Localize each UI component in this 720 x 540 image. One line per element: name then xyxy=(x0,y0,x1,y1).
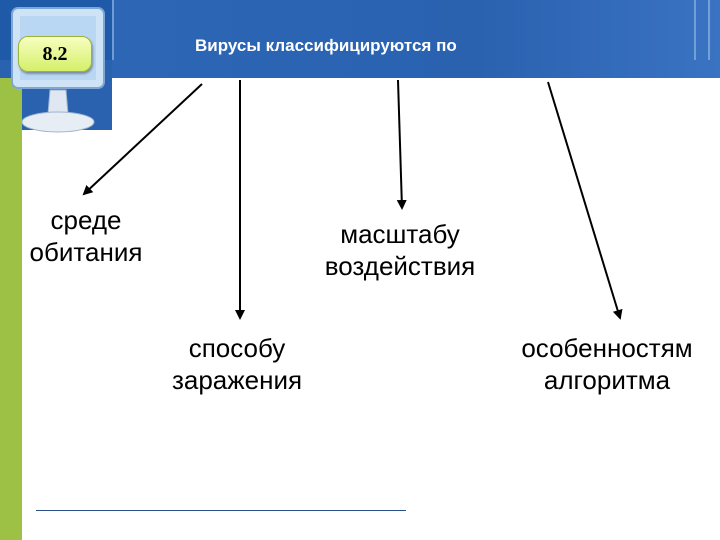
header-divider xyxy=(694,0,696,60)
header-bar: Вирусы классифицируются по xyxy=(0,0,720,78)
category-line: воздействия xyxy=(324,251,476,281)
slide-title: Вирусы классифицируются по xyxy=(195,36,457,55)
header-panel xyxy=(112,0,720,78)
category-infection: способу заражения xyxy=(148,332,326,396)
arrow-impact xyxy=(396,79,407,210)
category-line: способу xyxy=(188,333,286,363)
category-habitat: среде обитания xyxy=(8,204,164,268)
footer-divider xyxy=(36,510,406,511)
header-divider xyxy=(708,0,710,60)
left-accent-bar xyxy=(0,78,22,540)
arrow-algorithm xyxy=(547,81,623,320)
slide-number: 8.2 xyxy=(42,43,68,65)
category-line: обитания xyxy=(29,237,143,267)
category-impact: масштабу воздействия xyxy=(300,218,500,282)
category-line: среде xyxy=(50,205,122,235)
category-line: масштабу xyxy=(340,219,460,249)
arrow-habitat xyxy=(82,83,203,196)
category-line: особенностям xyxy=(521,333,693,363)
category-line: заражения xyxy=(171,365,303,395)
category-line: алгоритма xyxy=(543,365,671,395)
header-divider xyxy=(112,0,114,60)
slide-number-badge: 8.2 xyxy=(18,36,92,72)
category-algorithm: особенностям алгоритма xyxy=(496,332,718,396)
